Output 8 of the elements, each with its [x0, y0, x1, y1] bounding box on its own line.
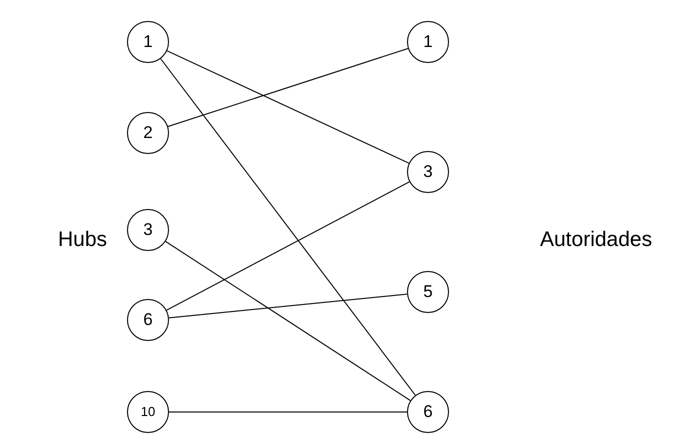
connector-line	[165, 240, 411, 402]
connector-line	[160, 58, 416, 396]
group-label: Hubs	[58, 229, 108, 250]
connector-line	[166, 50, 410, 164]
connector-line	[167, 48, 409, 127]
connector-line	[168, 294, 408, 318]
group-label: Autoridades	[540, 229, 652, 250]
connector-line	[166, 181, 410, 311]
